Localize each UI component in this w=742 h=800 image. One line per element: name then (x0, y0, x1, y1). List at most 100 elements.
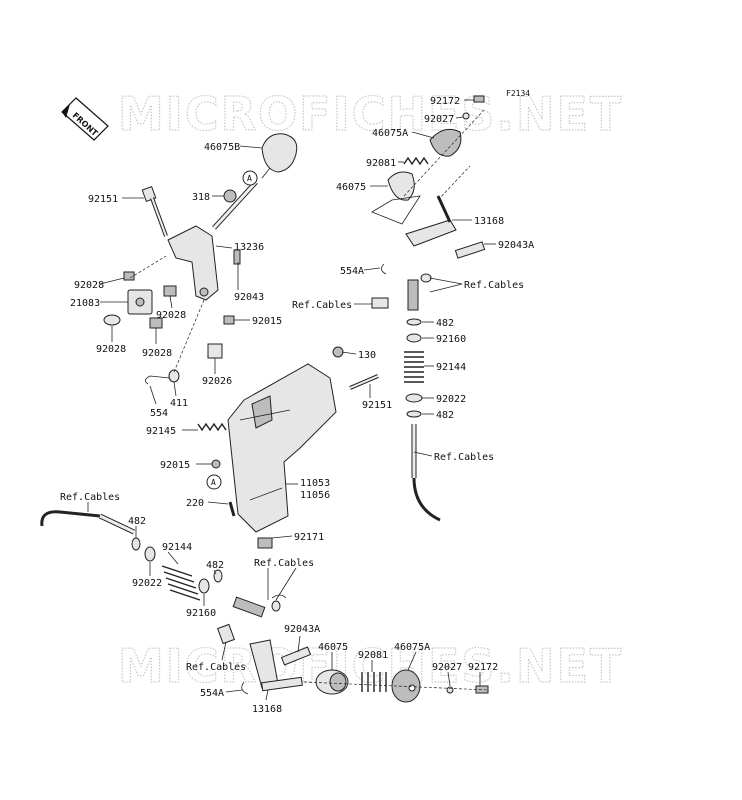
clip-92026 (207, 343, 223, 359)
pin-92043A-lower (280, 646, 312, 666)
cable-end-lower (40, 510, 136, 535)
label-482-lower-a: 482 (128, 516, 146, 527)
bracket-92171 (257, 537, 273, 549)
label-554A-lower: 554A (200, 688, 224, 699)
clip-554A-lower (241, 681, 249, 695)
label-482-upper-b: 482 (436, 410, 454, 421)
label-92027-lower: 92027 (432, 662, 462, 673)
label-46075-upper: 46075 (336, 182, 366, 193)
clip-482-lower-b (213, 569, 223, 583)
main-bracket-11053 (227, 363, 337, 533)
label-92022-lower: 92022 (132, 578, 162, 589)
label-92022-upper: 92022 (436, 394, 466, 405)
label-318: 318 (192, 192, 210, 203)
figure-code: F2134 (506, 89, 530, 98)
watermark-top: MICROFICHES.NET (118, 87, 623, 141)
label-220: 220 (186, 498, 204, 509)
label-46075B: 46075B (204, 142, 240, 153)
label-ref-cables-bottom: Ref.Cables (186, 662, 246, 673)
nut-318 (223, 189, 237, 203)
pin-554 (145, 375, 171, 385)
label-ref-cables-upper-left: Ref.Cables (292, 300, 352, 311)
label-92043: 92043 (234, 292, 264, 303)
label-554: 554 (150, 408, 168, 419)
label-ref-cables-lower-center: Ref.Cables (254, 558, 314, 569)
spring-92081-lower (361, 672, 387, 692)
cap-46075-upper (371, 171, 421, 225)
cable-end-upper (411, 424, 441, 522)
label-92027-upper: 92027 (424, 114, 454, 125)
label-ref-cables-lower-left: Ref.Cables (60, 492, 120, 503)
spring-92144-upper (404, 351, 424, 383)
collar-92160-upper (406, 333, 422, 343)
lever-bracket-13236 (167, 225, 219, 301)
label-92028-c: 92028 (96, 344, 126, 355)
knob-46075A-lower (391, 669, 421, 703)
label-92028-a: 92028 (74, 280, 104, 291)
clip-554A-upper (381, 263, 387, 275)
label-46075-lower: 46075 (318, 642, 348, 653)
label-13236: 13236 (234, 242, 264, 253)
label-11053: 11053 (300, 478, 330, 489)
label-92043A-upper: 92043A (498, 240, 534, 251)
cable-clevis-upper (371, 273, 432, 311)
cap-46075-lower (315, 669, 349, 695)
washer-92022-lower (144, 546, 156, 562)
label-92015-upper: 92015 (252, 316, 282, 327)
label-11056: 11056 (300, 490, 330, 501)
label-ref-cables-right: Ref.Cables (434, 452, 494, 463)
bolt-92151-upper (141, 186, 168, 237)
label-92028-d: 92028 (142, 348, 172, 359)
collar-92028b (163, 285, 177, 297)
label-554A-upper: 554A (340, 266, 364, 277)
watermark-bottom: MICROFICHES.NET (118, 639, 623, 693)
label-92144-upper: 92144 (436, 362, 466, 373)
svg-text:A: A (211, 478, 216, 487)
label-92145: 92145 (146, 426, 176, 437)
label-92081-upper: 92081 (366, 158, 396, 169)
label-92015-lower: 92015 (160, 460, 190, 471)
label-21083: 21083 (70, 298, 100, 309)
label-ref-cables-upper-right: Ref.Cables (464, 280, 524, 291)
label-92026: 92026 (202, 376, 232, 387)
label-13168-lower: 13168 (252, 704, 282, 715)
label-92151-lower: 92151 (362, 400, 392, 411)
screw-92172-upper (473, 95, 485, 103)
label-92151-upper: 92151 (88, 194, 118, 205)
label-92171: 92171 (294, 532, 324, 543)
ref-marker-a1: A (242, 170, 258, 186)
label-92144-lower: 92144 (162, 542, 192, 553)
bolt-92151-lower (349, 374, 379, 390)
label-92028-b: 92028 (156, 310, 186, 321)
pin-92043A-upper (454, 241, 486, 259)
front-arrow-badge: FRONT (61, 97, 109, 141)
nut-92015-lower (211, 459, 221, 469)
collar-92160-lower (198, 578, 210, 594)
ref-marker-a2: A (206, 474, 222, 490)
spring-92081-upper (403, 156, 429, 166)
shift-lever-shaft (212, 180, 258, 230)
bolt-92043 (233, 249, 241, 265)
label-411: 411 (170, 398, 188, 409)
cable-clevis-lower (216, 594, 287, 645)
label-92043A-lower: 92043A (284, 624, 320, 635)
label-92160-upper: 92160 (436, 334, 466, 345)
knob-46075A-upper (429, 128, 462, 157)
washer-92022-upper (405, 393, 423, 403)
label-13168-upper: 13168 (474, 216, 504, 227)
collar-92028a (123, 271, 135, 281)
label-92081-lower: 92081 (358, 650, 388, 661)
collar-92028c (103, 314, 121, 326)
spring-92144-lower (161, 565, 201, 601)
washer-92027-lower (446, 686, 454, 694)
bushing-92015-upper (223, 315, 235, 325)
svg-text:A: A (247, 174, 252, 183)
leader-lines (87, 99, 496, 701)
cable-lever-13168-lower (249, 639, 303, 692)
clip-482-lower-a (131, 537, 141, 551)
clip-482-upper-b (406, 410, 422, 418)
label-46075A-upper: 46075A (372, 128, 408, 139)
label-482-lower-b: 482 (206, 560, 224, 571)
screw-92172-lower (475, 685, 489, 694)
